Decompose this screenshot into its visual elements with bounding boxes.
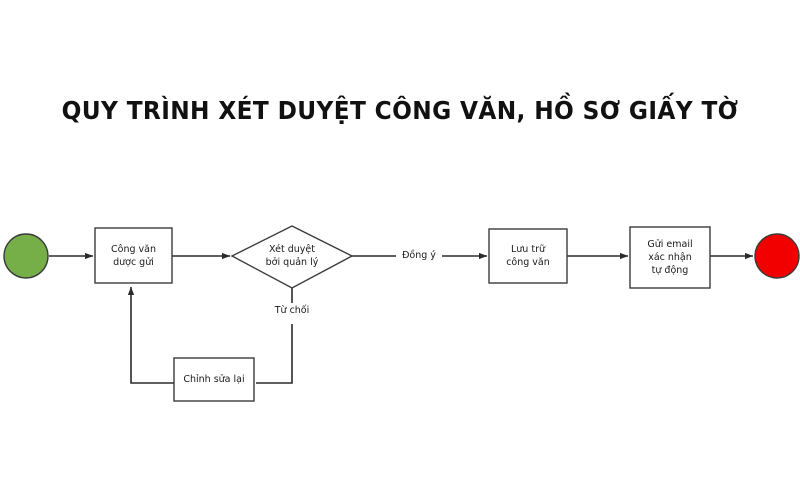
node-xet-duyet-boi-quan-ly bbox=[230, 225, 354, 289]
edge-revise-to-submitted bbox=[127, 286, 174, 384]
end-terminator bbox=[754, 233, 800, 279]
node-cong-van-duoc-gui bbox=[94, 227, 173, 284]
node-gui-email-xac-nhan-tu-dong bbox=[629, 226, 711, 289]
node-chinh-sua-lai bbox=[173, 357, 255, 402]
node-luu-tru-cong-van bbox=[488, 228, 568, 284]
start-terminator bbox=[3, 233, 49, 279]
edge-rejected-to-revise bbox=[256, 324, 293, 384]
page-title: QUY TRÌNH XÉT DUYỆT CÔNG VĂN, HỒ SƠ GIẤY… bbox=[61, 96, 739, 125]
